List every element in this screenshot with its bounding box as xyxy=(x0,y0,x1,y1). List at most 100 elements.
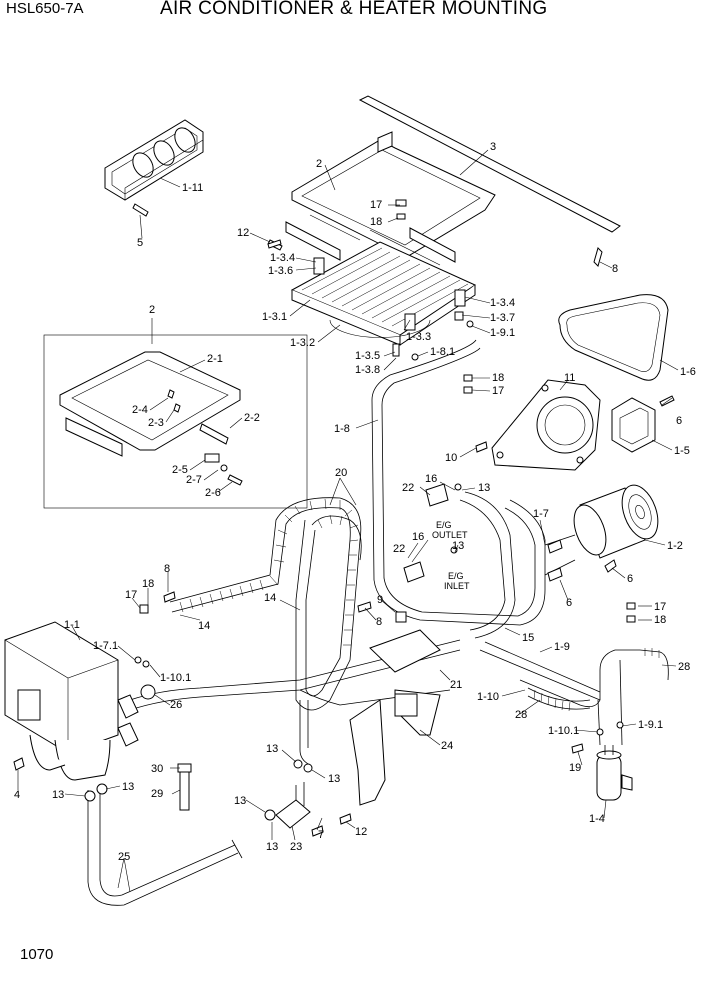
callout-label: 2-6 xyxy=(205,487,221,499)
callout-label: 13 xyxy=(452,540,464,552)
callout-label: 1-3.7 xyxy=(490,312,515,324)
callout-label: 25 xyxy=(118,851,130,863)
callout-label: 13 xyxy=(478,482,490,494)
callout-label: 15 xyxy=(522,632,534,644)
callout-label: 26 xyxy=(170,699,182,711)
callout-label: 2-5 xyxy=(172,464,188,476)
callout-label: 13 xyxy=(266,841,278,853)
callout-label: 14 xyxy=(198,620,210,632)
callout-label: 6 xyxy=(627,573,633,585)
page-number: 1070 xyxy=(20,946,54,963)
callout-label: 1-4 xyxy=(589,813,605,825)
callout-label: 13 xyxy=(52,789,64,801)
callout-label: 1-1 xyxy=(64,619,80,631)
callout-label: 13 xyxy=(234,795,246,807)
callout-label: 6 xyxy=(676,415,682,427)
callout-label: 1-10 xyxy=(477,691,499,703)
callout-label: 1-3.1 xyxy=(262,311,287,323)
refrigerant-pipes xyxy=(371,339,640,708)
callout-label: 17 xyxy=(654,601,666,613)
compressor-bracket-part xyxy=(491,379,601,471)
belt-part xyxy=(558,294,669,381)
callout-label: 18 xyxy=(142,578,154,590)
callout-label: 20 xyxy=(335,467,347,479)
callout-label: 17 xyxy=(370,199,382,211)
tensioner-part xyxy=(611,395,675,453)
callout-label: 8 xyxy=(376,616,382,628)
callout-label: 8 xyxy=(612,263,618,275)
callout-label: 1-11 xyxy=(182,182,203,194)
callout-label: 11 xyxy=(564,372,575,384)
callout-label: 28 xyxy=(515,709,527,721)
callout-label: 1-3.4 xyxy=(270,252,295,264)
callout-label: 21 xyxy=(450,679,462,691)
callout-label: 17 xyxy=(125,589,137,601)
callout-label: 1-2 xyxy=(667,540,683,552)
callout-label: 1-7.1 xyxy=(93,640,118,652)
callout-label: 1-9 xyxy=(554,641,570,653)
lower-hoses xyxy=(87,639,461,906)
callout-label: 1-9.1 xyxy=(490,327,515,339)
callout-label: 2-1 xyxy=(207,353,223,365)
fasteners xyxy=(13,239,636,837)
callout-label: 24 xyxy=(441,740,453,752)
callout-label: 1-3.8 xyxy=(355,364,380,376)
callout-label: 8 xyxy=(164,563,170,575)
callout-label: 16 xyxy=(412,531,424,543)
callout-label: 19 xyxy=(569,762,581,774)
callout-label: 2 xyxy=(149,304,155,316)
callout-label: 18 xyxy=(370,216,382,228)
callout-label: 9 xyxy=(377,594,383,606)
callout-label: 1-9.1 xyxy=(638,719,663,731)
callout-label: 3 xyxy=(490,141,496,153)
callout-label: 1-3.5 xyxy=(355,350,380,362)
callout-label: 7 xyxy=(318,829,324,841)
callout-label: 17 xyxy=(492,385,504,397)
callout-label: 1-3.6 xyxy=(268,265,293,277)
callout-label: 5 xyxy=(137,237,143,249)
callout-label: 1-10.1 xyxy=(548,725,579,737)
callout-label: 12 xyxy=(355,826,367,838)
callout-label: 29 xyxy=(151,788,163,800)
callout-label: 2-3 xyxy=(148,417,164,429)
callout-label: 1-7 xyxy=(533,508,549,520)
callout-label: 18 xyxy=(492,372,504,384)
callout-label: 2 xyxy=(316,158,322,170)
mounting-frame-detail xyxy=(59,351,243,486)
callout-label: 1-3.4 xyxy=(490,297,515,309)
callout-label: 23 xyxy=(290,841,302,853)
callout-labels: 1-11 5 2 3 17 18 12 1-3.4 1-3.6 8 1-3.1 … xyxy=(14,141,696,863)
callout-label: 1-8.1 xyxy=(430,346,455,358)
callout-label: 1-3.3 xyxy=(406,331,431,343)
callout-label: 13 xyxy=(328,773,340,785)
control-panel-part xyxy=(104,119,204,217)
mounting-frame-upper xyxy=(285,95,621,267)
callout-label: 12 xyxy=(237,227,249,239)
callout-label: 2-2 xyxy=(244,412,260,424)
eg-inlet-label: E/G xyxy=(448,571,464,581)
callout-label: 13 xyxy=(266,743,278,755)
receiver-drier-part xyxy=(596,659,633,801)
leader-lines xyxy=(17,149,679,893)
eg-inlet-label: INLET xyxy=(444,581,470,591)
callout-label: 18 xyxy=(654,614,666,626)
heater-unit-part xyxy=(4,621,156,781)
callout-label: 2-7 xyxy=(186,474,202,486)
model-number: HSL650-7A xyxy=(6,0,84,17)
flexible-hose-part xyxy=(527,648,669,712)
callout-label: 10 xyxy=(445,452,457,464)
callout-label: 14 xyxy=(264,592,276,604)
callout-label: 1-3.2 xyxy=(290,337,315,349)
eg-outlet-label: E/G xyxy=(436,520,452,530)
detail-box-frame xyxy=(43,334,308,509)
callout-label: 16 xyxy=(425,473,437,485)
callout-label: 2-4 xyxy=(132,404,148,416)
callout-label: 1-6 xyxy=(680,366,696,378)
callout-label: 1-5 xyxy=(674,445,690,457)
eg-outlet-label: OUTLET xyxy=(432,530,468,540)
compressor-part xyxy=(573,484,659,573)
callout-label: 4 xyxy=(14,789,20,801)
callout-label: 28 xyxy=(678,661,690,673)
callout-label: 22 xyxy=(402,482,414,494)
